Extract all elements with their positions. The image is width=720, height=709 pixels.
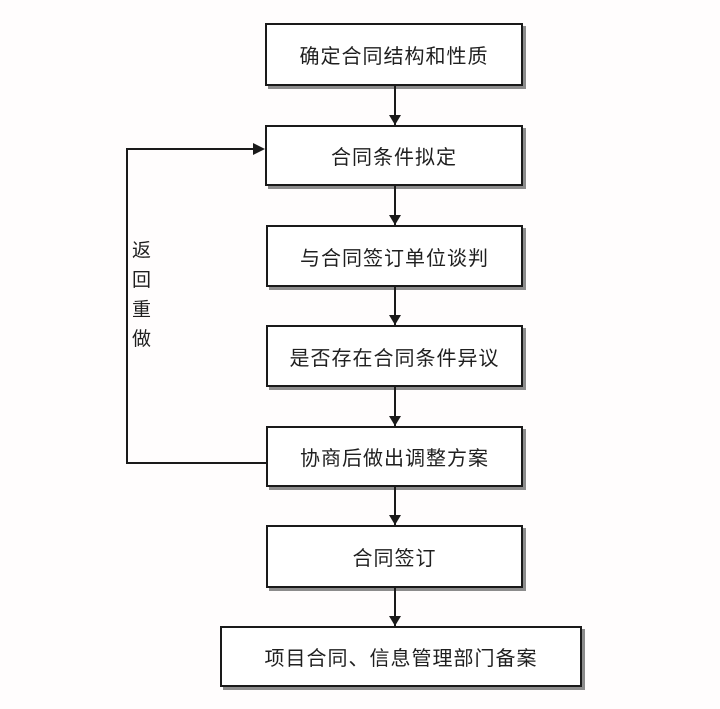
flow-node-label: 项目合同、信息管理部门备案 [264,648,538,670]
feedback-loop-bottom-segment [126,462,266,464]
arrow-n1-to-n2 [389,86,401,125]
flow-node-label: 是否存在合同条件异议 [289,347,500,370]
flow-node-draft-contract-terms: 合同条件拟定 [265,125,523,186]
flow-node-label: 合同条件拟定 [331,147,457,169]
feedback-loop-vertical-segment [126,148,128,464]
flow-node-negotiate-with-signing-party: 与合同签订单位谈判 [266,225,523,287]
flow-node-label: 协商后做出调整方案 [300,448,489,470]
arrow-n3-to-n4 [389,287,401,325]
flow-node-check-term-objections: 是否存在合同条件异议 [266,325,523,387]
flow-node-label: 合同签订 [352,548,437,570]
flow-node-filing-with-management-departments: 项目合同、信息管理部门备案 [220,626,582,687]
flow-node-label: 确定合同结构和性质 [299,46,489,68]
flow-node-contract-signing: 合同签订 [266,525,523,588]
flow-node-determine-contract-structure: 确定合同结构和性质 [265,23,523,86]
arrow-n5-to-n6 [389,487,401,525]
arrow-n4-to-n5 [389,387,401,426]
feedback-loop-arrowhead-icon [253,143,265,155]
flow-node-adjustment-plan-after-negotiation: 协商后做出调整方案 [266,426,523,487]
feedback-loop-label: 返回重做 [129,240,150,358]
flow-node-label: 与合同签订单位谈判 [300,247,489,270]
arrow-n6-to-n7 [389,588,401,626]
arrow-n2-to-n3 [389,186,401,225]
feedback-loop-top-segment [126,148,253,150]
